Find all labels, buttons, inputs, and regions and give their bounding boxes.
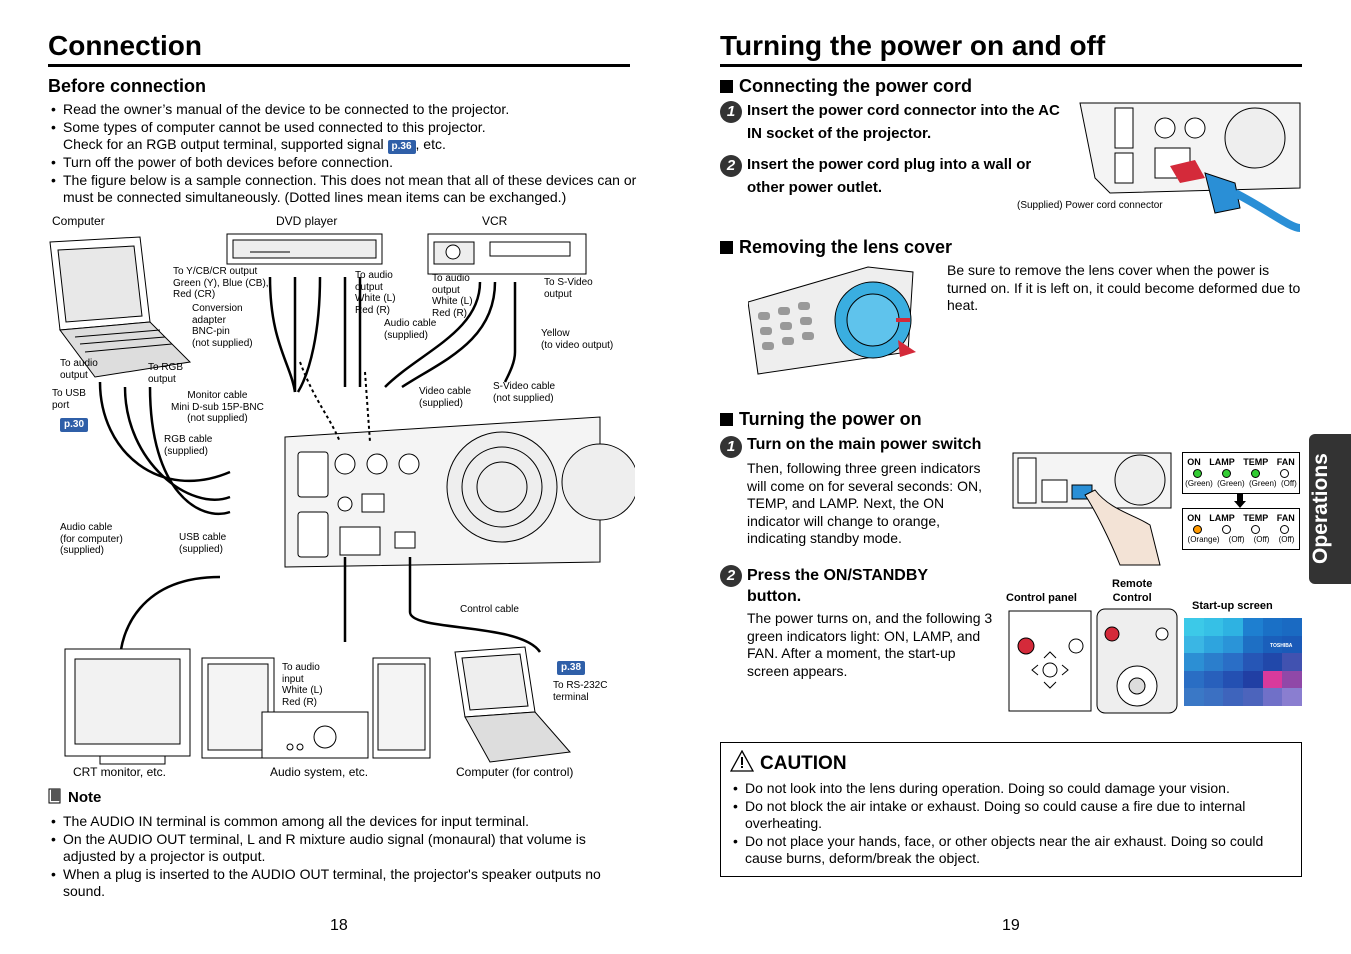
- dotted-cable-lines: [299, 361, 371, 443]
- label-crt-monitor: CRT monitor, etc.: [73, 765, 166, 779]
- before-bullet-3: Turn off the power of both devices befor…: [48, 154, 638, 172]
- control-panel-label: Control panel: [1006, 592, 1077, 604]
- caution-box: [720, 742, 1302, 877]
- page-ref-p38[interactable]: p.38: [557, 661, 586, 675]
- label-vcr-audio-output: To audio output White (L) Red (R): [432, 273, 473, 319]
- control-panel-illustration: [1008, 610, 1092, 712]
- dvd-player-illustration: [226, 233, 383, 265]
- label-dvd-audio-output: To audio output White (L) Red (R): [355, 270, 396, 316]
- lamp-indicator-green-icon: [1222, 469, 1231, 478]
- power-on-step-2-body: The power turns on, and the following 3 …: [747, 610, 993, 679]
- vcr-illustration: [427, 233, 587, 275]
- left-page-number: 18: [330, 917, 348, 934]
- remote-control-label: Remote Control: [1112, 578, 1153, 604]
- left-page-title: Connection: [48, 30, 202, 61]
- power-cord-caption: (Supplied) Power cord connector: [1017, 200, 1163, 211]
- label-dvd-player: DVD player: [276, 214, 338, 228]
- label-to-audio-output: To audio output: [60, 358, 98, 381]
- note-bullet-2: On the AUDIO OUT terminal, L and R mixtu…: [48, 831, 633, 866]
- main-power-switch-illustration: [1012, 452, 1172, 566]
- startup-screen-label: Start-up screen: [1192, 600, 1273, 612]
- page-ref-p36[interactable]: p.36: [387, 140, 416, 154]
- power-on-step-2-badge: 2: [720, 565, 742, 587]
- label-yellow-video: Yellow (to video output): [541, 328, 614, 351]
- label-audio-cable-supplied: Audio cable (supplied): [384, 318, 437, 341]
- label-video-cable: Video cable (supplied): [419, 386, 472, 409]
- right-page-title: Turning the power on and off: [720, 30, 1106, 61]
- note-list: The AUDIO IN terminal is common among al…: [48, 813, 633, 901]
- label-audio-system: Audio system, etc.: [270, 765, 369, 779]
- label-computer-control: Computer (for control): [456, 765, 574, 779]
- remote-control-illustration: [1096, 608, 1178, 714]
- before-connection-heading: Before connection: [48, 76, 207, 96]
- label-to-usb-port: To USB port: [52, 388, 86, 411]
- lens-cover-illustration: [748, 266, 916, 375]
- audio-system-illustration: [201, 657, 431, 759]
- down-arrow-icon: [1234, 494, 1246, 508]
- page-ref-p30[interactable]: p.30: [60, 418, 89, 432]
- left-title-rule: [48, 64, 630, 67]
- power-on-step-2-title: Press the ON/STANDBY button.: [747, 567, 928, 605]
- control-laptop-illustration: [454, 646, 571, 763]
- label-to-rgb-output: To RGB output: [148, 362, 184, 385]
- caution-list: Do not look into the lens during operati…: [730, 780, 1295, 868]
- startup-screen-image: [1184, 618, 1302, 706]
- before-bullet-1: Read the owner’s manual of the device to…: [48, 101, 638, 119]
- power-cord-step-1: Insert the power cord connector into the…: [747, 102, 1060, 142]
- label-computer: Computer: [52, 214, 105, 228]
- label-conversion-adapter: Conversion adapter BNC-pin (not supplied…: [192, 303, 253, 349]
- before-connection-list: Read the owner’s manual of the device to…: [48, 101, 638, 207]
- projector-rear-panel: [284, 416, 635, 568]
- caution-bullet-3: Do not place your hands, face, or other …: [730, 833, 1295, 868]
- temp-indicator-green-icon: [1251, 469, 1260, 478]
- laptop-computer-illustration: [49, 236, 192, 378]
- on-indicator-orange-icon: [1193, 525, 1202, 534]
- power-on-step-1-body: Then, following three green indicators w…: [747, 460, 982, 546]
- lens-cover-heading: Removing the lens cover: [720, 236, 952, 258]
- label-control-cable: Control cable: [460, 604, 519, 615]
- connection-diagram: [49, 233, 635, 765]
- caution-heading: CAUTION: [760, 753, 847, 774]
- lamp-indicator-off-icon: [1222, 525, 1231, 534]
- label-usb-cable: USB cable (supplied): [179, 532, 227, 555]
- operations-section-tab[interactable]: Operations: [1309, 434, 1351, 584]
- power-cord-heading: Connecting the power cord: [720, 75, 972, 97]
- label-svideo-cable: S-Video cable (not supplied): [493, 381, 556, 404]
- caution-bullet-2: Do not block the air intake or exhaust. …: [730, 798, 1295, 833]
- label-rs232c-terminal: To RS-232C terminal: [553, 680, 608, 703]
- startup-brand-text: TOSHIBA: [1270, 643, 1293, 649]
- power-cord-step-2: Insert the power cord plug into a wall o…: [747, 156, 1032, 196]
- right-title-rule: [720, 64, 1302, 67]
- note-bullet-1: The AUDIO IN terminal is common among al…: [48, 813, 633, 831]
- power-cord-illustration: [1079, 102, 1301, 232]
- note-bullet-3: When a plug is inserted to the AUDIO OUT…: [48, 866, 633, 901]
- note-heading: Note: [68, 789, 102, 806]
- on-indicator-green-icon: [1193, 469, 1202, 478]
- note-icon: [48, 788, 62, 804]
- power-on-step-1-badge: 1: [720, 436, 742, 458]
- power-on-heading: Turning the power on: [720, 408, 922, 430]
- temp-indicator-off-icon: [1251, 525, 1260, 534]
- label-audio-cable-computer: Audio cable (for computer) (supplied): [60, 522, 123, 556]
- label-vcr: VCR: [482, 214, 508, 228]
- label-rgb-cable: RGB cable (supplied): [164, 434, 213, 457]
- lens-cover-text: Be sure to remove the lens cover when th…: [947, 262, 1301, 313]
- label-svideo-output: To S-Video output: [544, 277, 593, 300]
- before-bullet-2: Some types of computer cannot be used co…: [48, 119, 638, 154]
- fan-indicator-off-icon: [1280, 525, 1289, 534]
- warning-triangle-icon: [729, 749, 755, 772]
- fan-indicator-off-icon: [1280, 469, 1289, 478]
- caution-bullet-1: Do not look into the lens during operati…: [730, 780, 1295, 798]
- label-ycbcr-output: To Y/CB/CR output Green (Y), Blue (CB), …: [173, 266, 269, 300]
- label-monitor-cable: Monitor cable Mini D-sub 15P-BNC (not su…: [171, 390, 264, 424]
- label-audio-input: To audio input White (L) Red (R): [282, 662, 323, 708]
- before-bullet-4: The figure below is a sample connection.…: [48, 172, 638, 207]
- right-page-number: 19: [1002, 917, 1020, 934]
- step-1-badge: 1: [720, 101, 742, 123]
- crt-monitor-illustration: [64, 648, 191, 765]
- power-on-step-1-title: Turn on the main power switch: [747, 436, 982, 453]
- step-2-badge: 2: [720, 155, 742, 177]
